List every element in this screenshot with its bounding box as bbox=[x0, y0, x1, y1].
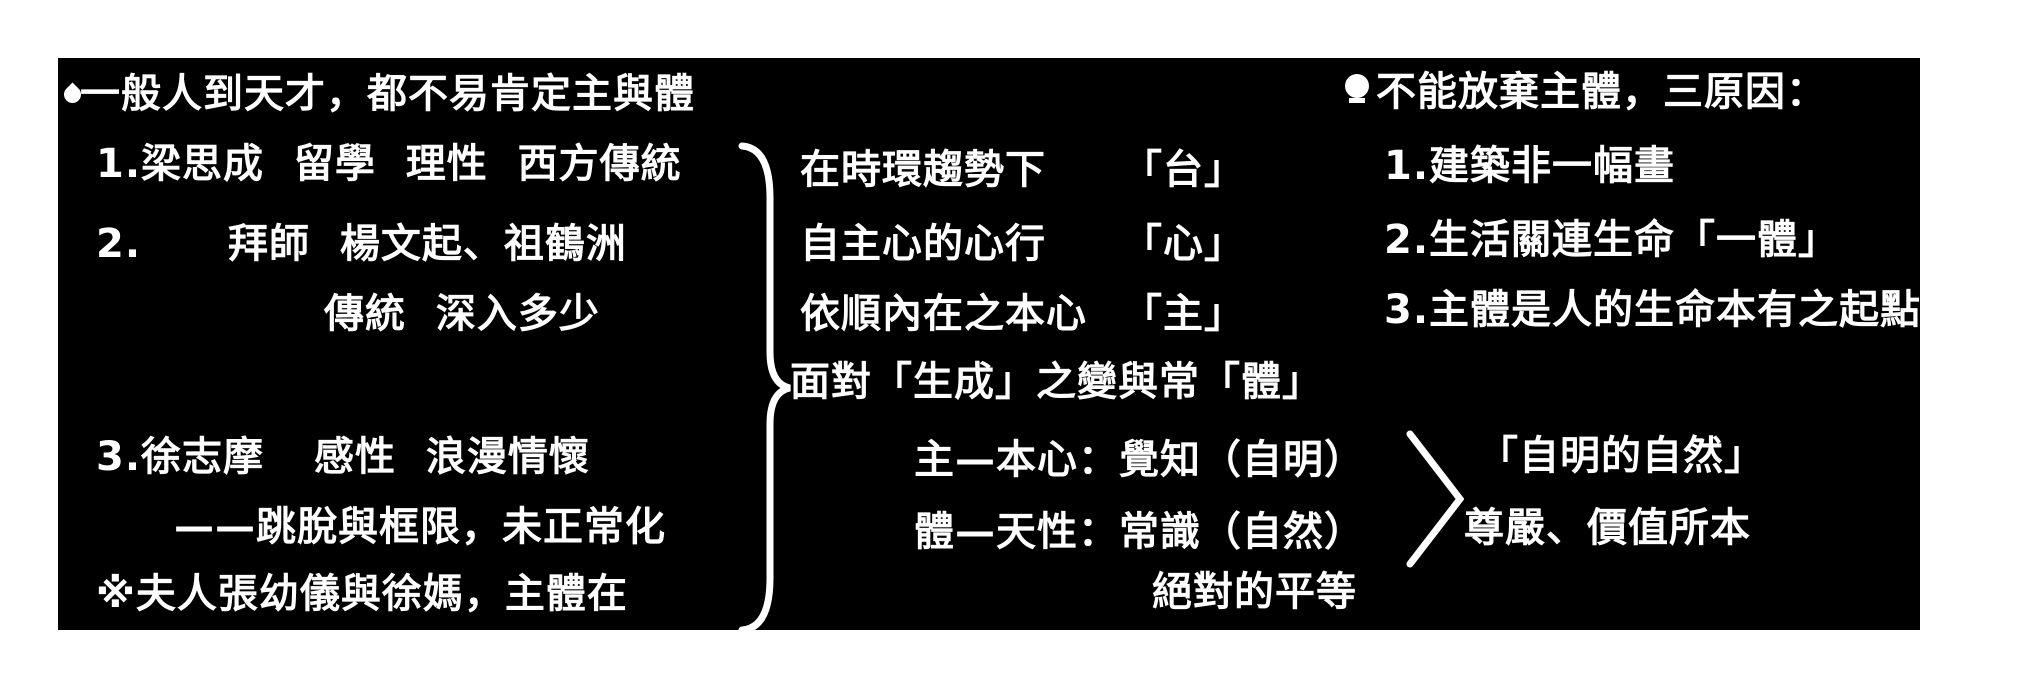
blackboard: 一般人到天才，都不易肯定主與體 1.梁思成 留學 理性 西方傳統 2. 拜師 楊… bbox=[58, 58, 1922, 634]
left-item-3-continuation: ——跳脫與框限，未正常化 bbox=[174, 504, 666, 550]
middle-equality: 絕對的平等 bbox=[1152, 569, 1357, 615]
middle-row-1-label: 在時環趨勢下 bbox=[800, 147, 1046, 193]
middle-pair-1: 主—本心：覺知（自明） bbox=[914, 437, 1365, 483]
left-item-3-number: 3.徐志摩 bbox=[96, 434, 265, 480]
middle-row-3-term: 「主」 bbox=[1122, 291, 1245, 337]
middle-row-2-label: 自主心的心行 bbox=[800, 221, 1046, 267]
right-conclusion-1: 「自明的自然」 bbox=[1478, 433, 1765, 479]
middle-row-2-term: 「心」 bbox=[1122, 221, 1245, 267]
right-item-2: 2.生活關連生命「一體」 bbox=[1384, 217, 1840, 263]
middle-row-1-term: 「台」 bbox=[1122, 147, 1245, 193]
middle-row-3-label: 依順內在之本心 bbox=[800, 291, 1087, 337]
middle-line-4: 面對「生成」之變與常「體」 bbox=[790, 359, 1323, 405]
left-item-1: 1.梁思成 留學 理性 西方傳統 bbox=[96, 141, 682, 187]
curly-brace bbox=[738, 142, 791, 634]
middle-pair-2: 體—天性：常識（自然） bbox=[914, 509, 1365, 555]
left-title: 一般人到天才，都不易肯定主與體 bbox=[80, 71, 695, 117]
left-note: ※夫人張幼儀與徐媽，主體在 bbox=[96, 571, 628, 617]
right-item-1: 1.建築非一幅畫 bbox=[1384, 143, 1676, 189]
right-conclusion-2: 尊嚴、價值所本 bbox=[1464, 505, 1751, 551]
left-item-2-continuation: 傳統 深入多少 bbox=[324, 291, 600, 337]
left-item-2-number: 2. bbox=[96, 221, 142, 267]
ball-bullet-icon bbox=[1344, 74, 1370, 104]
left-item-2-text: 拜師 楊文起、祖鶴洲 bbox=[228, 221, 627, 267]
left-item-3-text: 感性 浪漫情懷 bbox=[314, 434, 590, 480]
right-title: 不能放棄主體，三原因： bbox=[1376, 69, 1827, 115]
right-item-3: 3.主體是人的生命本有之起點 bbox=[1384, 287, 1922, 333]
angle-bracket bbox=[1406, 430, 1464, 568]
